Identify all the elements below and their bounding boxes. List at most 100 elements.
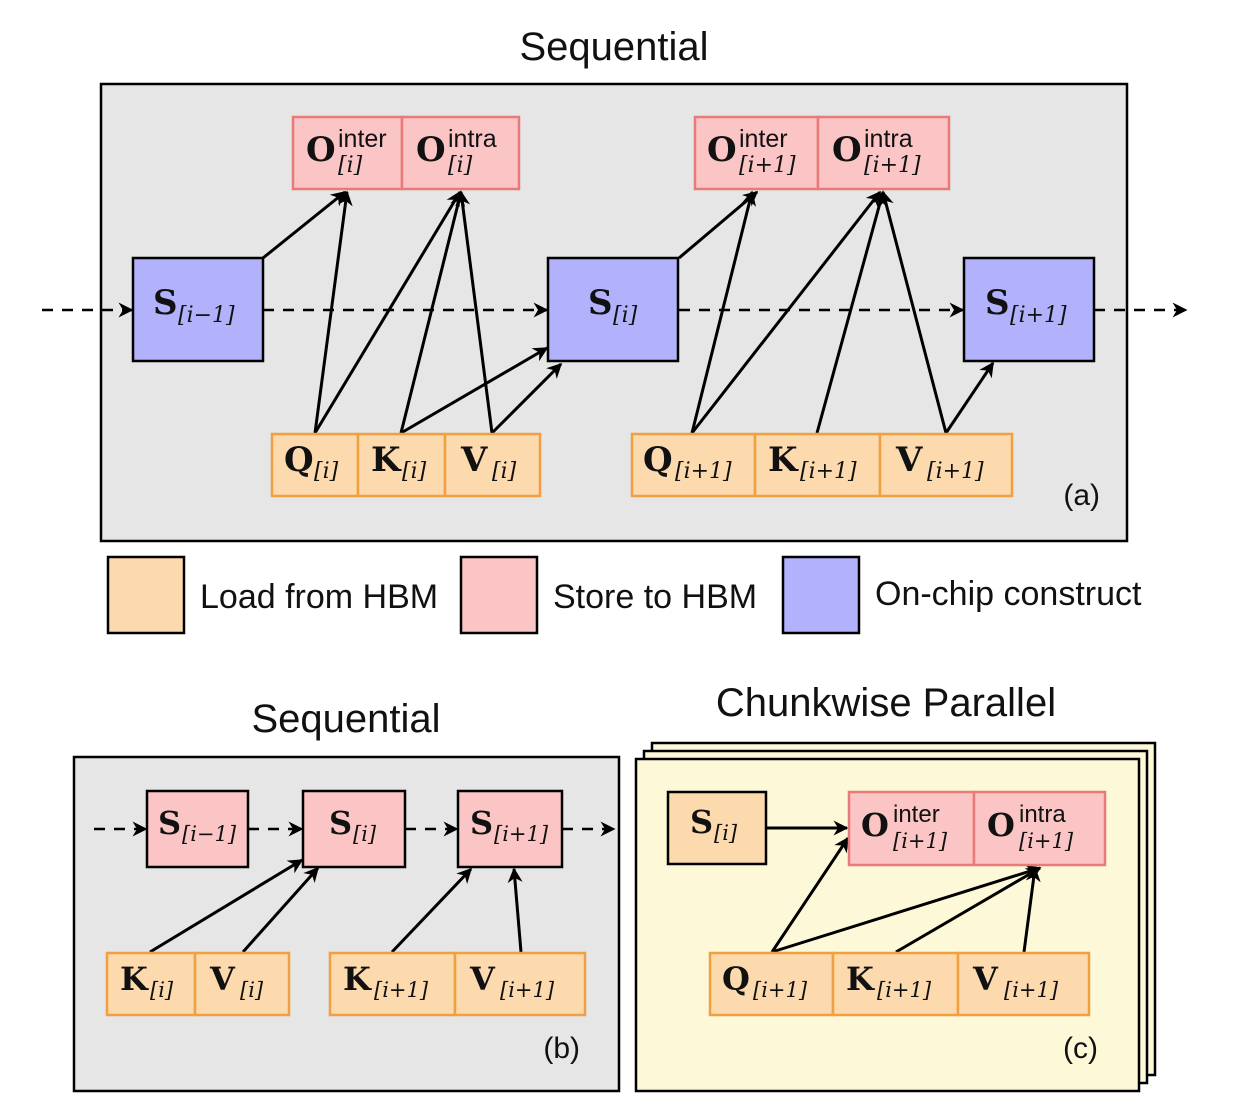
edge-q-to-o-intra	[313, 190, 462, 434]
legend-swatch-load	[106, 555, 186, 635]
svg-text:S: S	[158, 804, 181, 842]
svg-text:O: O	[832, 130, 862, 170]
svg-text:V: V	[209, 960, 236, 998]
legend-label-load: Load from HBM	[200, 578, 438, 616]
svg-text:V: V	[469, 960, 496, 998]
svg-text:[i]: [i]	[402, 459, 427, 484]
panel-a-title: Sequential	[519, 25, 708, 69]
output-o-intra-i-plus-1: O intra [i+1]	[816, 115, 951, 191]
svg-text:inter: inter	[739, 125, 788, 153]
output-o-intra-i-plus-1: O intra [i+1]	[972, 790, 1107, 867]
svg-text:K: K	[343, 960, 372, 998]
svg-text:intra: intra	[1019, 801, 1066, 828]
input-q-i-plus-1: Q [i+1]	[708, 951, 835, 1017]
svg-text:V: V	[972, 960, 999, 998]
state-s-i-minus-1: S [i−1]	[145, 789, 250, 869]
svg-text:inter: inter	[893, 801, 940, 828]
svg-text:[i+1]: [i+1]	[877, 978, 932, 1002]
svg-text:[i+1]: [i+1]	[500, 978, 555, 1002]
state-s-i-plus-1: S [i+1]	[962, 256, 1096, 363]
input-v-i-plus-1: V [i+1]	[956, 951, 1091, 1017]
input-v-i-plus-1: V [i+1]	[878, 432, 1014, 498]
svg-text:O: O	[416, 130, 446, 170]
state-s-i: S [i]	[546, 256, 680, 363]
input-k-i-plus-1: K [i+1]	[831, 951, 960, 1017]
panel-b: Sequential S [i−1] S [i] S [i+1] K [i]	[72, 697, 621, 1093]
svg-text:O: O	[987, 806, 1015, 844]
svg-text:[i]: [i]	[714, 821, 738, 845]
svg-text:S: S	[153, 283, 178, 323]
svg-text:Q: Q	[284, 440, 314, 480]
edge-v-to-s	[241, 866, 320, 953]
svg-text:[i]: [i]	[240, 978, 264, 1002]
input-k-i: K [i]	[105, 951, 197, 1017]
output-o-inter-i-plus-1: O inter [i+1]	[847, 790, 976, 867]
svg-text:V: V	[460, 440, 488, 480]
edge-q-to-o-intra	[690, 190, 882, 434]
svg-text:S: S	[588, 283, 613, 323]
edge-v-to-s	[944, 361, 995, 434]
panel-b-tag: (b)	[543, 1032, 580, 1065]
edge-k-to-o-intra	[399, 190, 466, 434]
svg-text:V: V	[895, 440, 923, 480]
svg-text:[i]: [i]	[448, 153, 473, 178]
panel-a-tag: (a)	[1063, 479, 1100, 512]
edge-v-to-o-intra	[455, 190, 494, 434]
panel-b-title: Sequential	[251, 697, 440, 741]
svg-text:O: O	[707, 130, 737, 170]
svg-text:[i]: [i]	[150, 978, 174, 1002]
output-o-inter-i: O inter [i]	[291, 115, 404, 191]
svg-text:S: S	[329, 804, 352, 842]
svg-text:[i+1]: [i+1]	[800, 459, 857, 484]
svg-text:O: O	[861, 806, 889, 844]
svg-text:[i+1]: [i+1]	[864, 153, 921, 178]
svg-text:S: S	[985, 283, 1010, 323]
edge-k-to-s	[149, 858, 304, 954]
svg-text:[i−1]: [i−1]	[182, 822, 237, 846]
panel-a: Sequential O inter [i] O in	[42, 25, 1188, 543]
output-o-inter-i-plus-1: O inter [i+1]	[693, 115, 820, 191]
input-k-i-plus-1: K [i+1]	[328, 951, 457, 1017]
svg-text:inter: inter	[338, 125, 387, 153]
input-q-i-plus-1: Q [i+1]	[630, 432, 757, 498]
svg-text:K: K	[120, 960, 149, 998]
svg-text:[i+1]: [i+1]	[927, 459, 984, 484]
svg-text:[i+1]: [i+1]	[739, 153, 796, 178]
input-k-i: K [i]	[356, 432, 447, 498]
legend: Load from HBM Store to HBM On-chip const…	[106, 555, 1142, 635]
input-v-i-plus-1: V [i+1]	[453, 951, 587, 1017]
legend-swatch-onchip	[781, 555, 861, 635]
state-s-i-minus-1: S [i−1]	[131, 256, 265, 363]
edge-q-to-o-inter	[770, 836, 850, 953]
edge-k-to-o-intra	[895, 866, 1042, 954]
svg-text:K: K	[768, 440, 799, 480]
panel-c: Chunkwise Parallel S [i] O inter [i+1] O…	[634, 681, 1157, 1093]
svg-text:Q: Q	[722, 960, 750, 998]
edge-v-to-o-intra	[879, 190, 948, 434]
svg-text:Q: Q	[643, 440, 673, 480]
legend-swatch-store	[459, 555, 539, 635]
edge-k-to-o-intra	[815, 190, 887, 434]
svg-text:[i+1]: [i+1]	[1019, 829, 1074, 853]
svg-text:[i−1]: [i−1]	[178, 303, 235, 328]
svg-text:[i+1]: [i+1]	[893, 829, 948, 853]
svg-text:O: O	[306, 130, 336, 170]
svg-text:[i+1]: [i+1]	[1010, 303, 1067, 328]
edge-q-to-o-intra	[771, 864, 1042, 954]
svg-text:[i]: [i]	[338, 153, 363, 178]
legend-label-store: Store to HBM	[553, 578, 757, 616]
svg-text:[i]: [i]	[613, 303, 638, 328]
edge-k-to-s	[390, 867, 473, 954]
edge-q-to-o-inter	[313, 190, 353, 434]
edge-v-to-s	[507, 867, 523, 953]
svg-text:S: S	[690, 803, 713, 841]
svg-text:S: S	[470, 804, 493, 842]
edge-k-to-s	[400, 346, 549, 435]
state-s-i: S [i]	[301, 789, 407, 869]
panel-c-tag: (c)	[1063, 1032, 1098, 1065]
output-o-intra-i: O intra [i]	[400, 115, 521, 191]
svg-text:[i+1]: [i+1]	[374, 978, 429, 1002]
svg-text:[i+1]: [i+1]	[1004, 978, 1059, 1002]
svg-text:[i]: [i]	[314, 459, 339, 484]
edge-q-to-o-inter	[690, 190, 757, 434]
